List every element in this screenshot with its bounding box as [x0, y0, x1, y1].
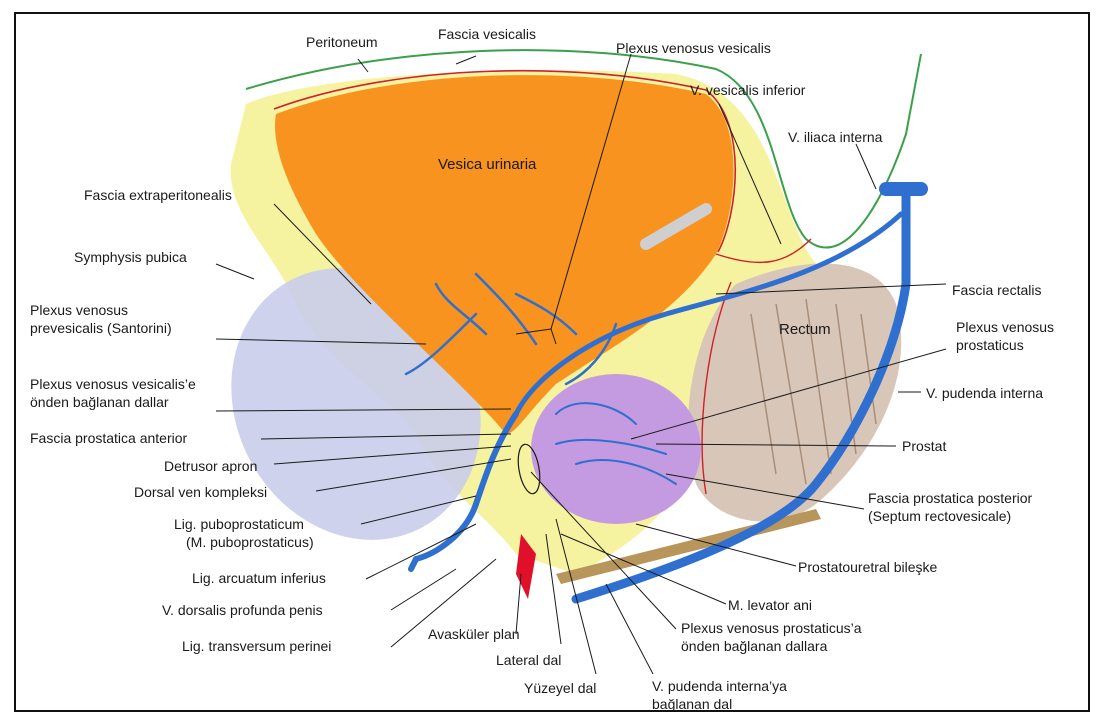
label-plexus-prostaticus-onden-1: Plexus venosus prostaticus’a — [681, 620, 862, 636]
label-prostat: Prostat — [902, 438, 946, 454]
label-prostatouretral-bileske: Prostatouretral bileşke — [798, 559, 937, 575]
label-vesica-urinaria: Vesica urinaria — [438, 157, 536, 173]
label-lig-arcuatum-inferius: Lig. arcuatum inferius — [192, 570, 326, 586]
label-plexus-prevesicalis-1: Plexus venosus — [30, 302, 128, 318]
label-lateral-dal: Lateral dal — [496, 652, 561, 668]
label-v-pudenda-interna-ya-2: bağlanan dal — [652, 696, 732, 712]
diagram-frame: Peritoneum Fascia vesicalis Plexus venos… — [14, 12, 1090, 712]
label-m-levator-ani: M. levator ani — [728, 597, 812, 613]
prostate-shape — [531, 374, 701, 524]
label-avaskuler-plan: Avasküler plan — [428, 626, 520, 642]
label-plexus-prostaticus-onden-2: önden bağlanan dallara — [681, 638, 827, 654]
label-fascia-prostatica-anterior: Fascia prostatica anterior — [30, 430, 187, 446]
label-yuzeyel-dal: Yüzeyel dal — [524, 680, 596, 696]
label-fascia-prostatica-posterior-1: Fascia prostatica posterior — [868, 490, 1032, 506]
label-fascia-rectalis: Fascia rectalis — [952, 282, 1041, 298]
label-peritoneum: Peritoneum — [306, 34, 378, 50]
label-v-pudenda-interna-ya-1: V. pudenda interna’ya — [652, 678, 787, 694]
label-fascia-prostatica-posterior-2: (Septum rectovesicale) — [868, 508, 1011, 524]
label-lig-puboprostaticum-2: (M. puboprostaticus) — [186, 534, 314, 550]
label-plexus-prevesicalis-2: prevesicalis (Santorini) — [30, 320, 172, 336]
label-plexus-prostaticus-1: Plexus venosus — [956, 319, 1054, 335]
label-v-dorsalis-profunda-penis: V. dorsalis profunda penis — [162, 602, 323, 618]
label-lig-transversum-perinei: Lig. transversum perinei — [182, 638, 331, 654]
label-fascia-vesicalis: Fascia vesicalis — [438, 26, 536, 42]
label-plexus-vesicalis-onden-1: Plexus venosus vesicalis’e — [30, 376, 196, 392]
label-plexus-venosus-vesicalis: Plexus venosus vesicalis — [616, 40, 771, 56]
label-dorsal-ven-kompleksi: Dorsal ven kompleksi — [134, 484, 267, 500]
label-detrusor-apron: Detrusor apron — [164, 458, 257, 474]
label-plexus-vesicalis-onden-2: önden bağlanan dallar — [30, 394, 169, 410]
label-plexus-prostaticus-2: prostaticus — [956, 337, 1024, 353]
label-fascia-extraperitonealis: Fascia extraperitonealis — [84, 187, 232, 203]
label-symphysis-pubica: Symphysis pubica — [74, 249, 187, 265]
label-v-vesicalis-inferior: V. vesicalis inferior — [690, 82, 805, 98]
label-v-pudenda-interna: V. pudenda interna — [926, 385, 1043, 401]
label-v-iliaca-interna: V. iliaca interna — [788, 129, 882, 145]
label-rectum: Rectum — [779, 322, 831, 338]
label-lig-puboprostaticum-1: Lig. puboprostaticum — [174, 516, 304, 532]
